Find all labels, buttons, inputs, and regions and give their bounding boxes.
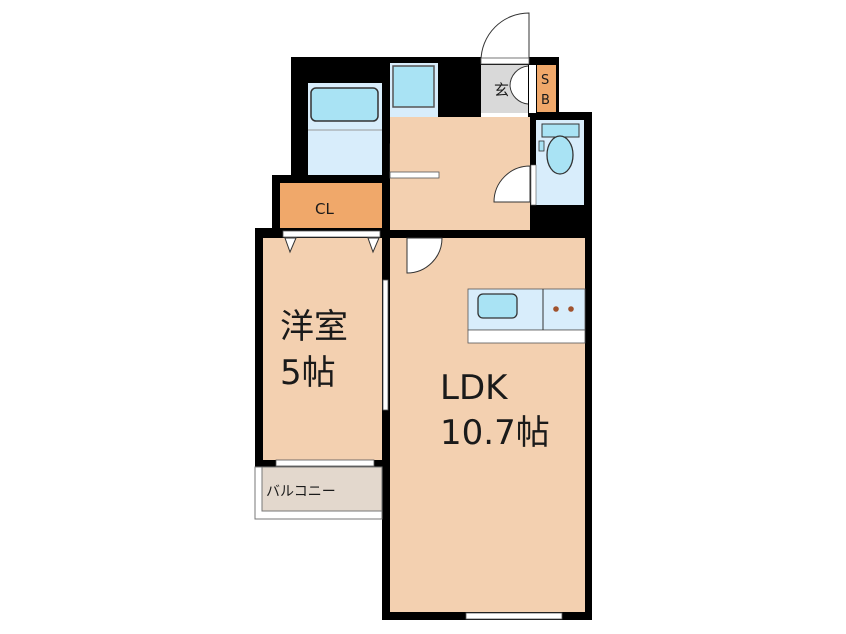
ldk-size: 10.7帖 [440,413,550,453]
western-room [263,238,382,460]
closet-label: CL [315,200,334,218]
balcony-label: バルコニー [266,484,336,500]
shoe-box-label-b: B [541,93,550,108]
door-swing [493,165,531,203]
shoe-box-label-s: S [541,73,549,88]
ldk-name: LDK [440,368,509,408]
entrance-door-swing [480,12,530,62]
stove-burner [568,306,574,312]
toilet-bowl [546,135,574,175]
window [465,612,563,620]
washing-machine [392,65,435,108]
stove-burner [553,306,559,312]
western-room-size: 5帖 [280,353,336,393]
shoe-box [537,65,556,112]
door-swing [406,237,443,274]
closet [280,183,382,228]
western-room-name: 洋室 [280,307,348,347]
toilet-tank [541,123,580,138]
sliding-door [382,279,389,411]
kitchen-sink [477,293,518,319]
bathtub [310,87,379,122]
entrance-label: 玄 [494,81,509,99]
